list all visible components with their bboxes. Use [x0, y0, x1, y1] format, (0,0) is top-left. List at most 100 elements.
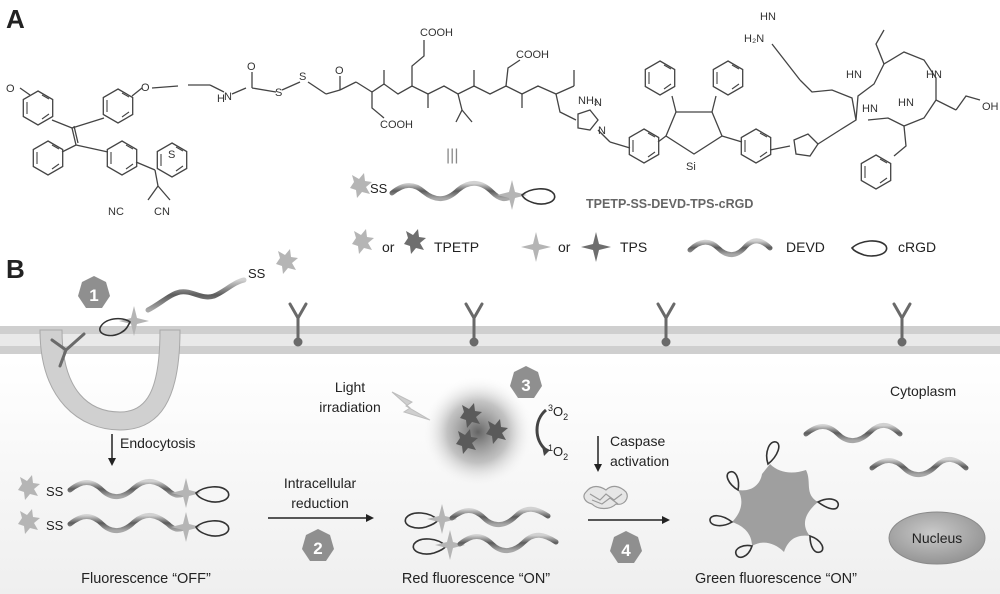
cooh-label-3: COOH: [380, 119, 413, 131]
aggregate-star-icon-3: [456, 429, 478, 454]
equivalence-sign: |||: [446, 147, 458, 164]
cooh-label-2: COOH: [516, 49, 549, 61]
legend-tpetp-label: TPETP: [434, 239, 479, 255]
legend-crgd-label: cRGD: [898, 239, 936, 255]
tpetp-atom-labels: O O N H O S S O NC CN S: [6, 61, 344, 218]
probe-ss-label-1: SS: [248, 266, 266, 281]
cleaved-devd-1: [803, 423, 903, 443]
red-fluorescence-on-caption: Red fluorescence “ON”: [402, 571, 550, 587]
guanidine-h2n-label: H₂N: [744, 33, 764, 45]
devd-strand: [389, 181, 515, 202]
probe-ss-label-3: SS: [46, 518, 64, 533]
caspase-arrowhead: [594, 464, 602, 472]
panel-a: A: [6, 4, 999, 218]
step-3-number: 3: [521, 376, 530, 395]
intracellular-label-line1: Intracellular: [284, 475, 357, 491]
step-2-badge: 2: [302, 529, 334, 561]
crgd-nh-label-2: HN: [926, 69, 942, 81]
nh2-label: NH₂: [578, 95, 598, 107]
legend-crgd-icon: [850, 240, 888, 257]
legend-tps-dark-icon: [581, 232, 611, 262]
intracellular-label-line2: reduction: [291, 495, 349, 511]
legend-or-2: or: [558, 239, 571, 255]
triazole-n-label-1: N: [594, 97, 602, 109]
construct-ss-label: SS: [370, 181, 388, 196]
devd-strand-5: [457, 532, 559, 553]
guanidine-hn-label: HN: [760, 11, 776, 23]
red-fluorescence-glow: [422, 376, 534, 488]
amide-h-label: H: [217, 93, 225, 105]
crgd-loop-icon-10: [709, 514, 734, 527]
aggregate-star-icon-1: [460, 403, 482, 428]
ether-o-label: O: [141, 82, 150, 94]
endocytosis-label: Endocytosis: [120, 435, 195, 451]
caspase-reaction-arrowhead: [662, 516, 670, 524]
crgd-nh-label-3: HN: [862, 103, 878, 115]
aggregated-tpetp: [456, 403, 508, 454]
off-probes: SS SS: [18, 475, 230, 542]
crgd-loop-icon-8: [809, 534, 824, 554]
caspase-label-line1: Caspase: [610, 433, 665, 449]
thiophene-s-label: S: [168, 149, 175, 161]
crgd-loop-icon: [521, 188, 556, 205]
green-fluorescence-aggregate: [709, 441, 840, 559]
amide-n-label: N: [224, 91, 232, 103]
legend-tps-light-icon: [521, 232, 551, 262]
legend-tpetp-dark-icon: [404, 229, 426, 254]
step-4-number: 4: [621, 541, 631, 560]
nucleus: [888, 511, 986, 565]
panel-a-label: A: [6, 4, 25, 34]
crgd-nh-label-4: HN: [898, 97, 914, 109]
reduction-arrowhead: [366, 514, 374, 522]
legend-tpetp-light-icon: [352, 229, 374, 254]
tps-star-icon-2: [171, 478, 201, 508]
integrin-receptors: [50, 302, 912, 368]
compound-name: TPETP-SS-DEVD-TPS-cRGD: [586, 197, 753, 211]
red-on-probes: [404, 504, 559, 560]
step-2-number: 2: [313, 539, 322, 558]
oxygen-conversion: 3O2 1O2: [535, 403, 568, 462]
crgd-atom-labels: HN H₂N HN HN HN HN OH: [744, 11, 999, 115]
step-1-badge: 1: [78, 276, 110, 308]
devd-structure: [355, 40, 611, 143]
receptor-3: [656, 302, 676, 347]
tpetp-structure: [19, 72, 357, 201]
cleaved-devd-2: [869, 457, 969, 477]
legend-devd-icon: [687, 238, 773, 257]
cooh-label-1: COOH: [420, 27, 453, 39]
triazole-n-label-2: N: [598, 125, 606, 137]
tps-star-icon-5: [435, 530, 465, 560]
carboxylic-oh-label: OH: [982, 101, 999, 113]
legend-or-1: or: [382, 239, 395, 255]
tps-star-icon-1: [119, 306, 149, 336]
crgd-loop-icon-6: [765, 441, 780, 466]
cytoplasm-label: Cytoplasm: [890, 383, 956, 399]
tps-structure: [609, 60, 841, 164]
crgd-structure: [771, 29, 981, 190]
sulfur-label-1: S: [275, 87, 282, 99]
light-label-line2: irradiation: [319, 399, 380, 415]
singlet-oxygen-label: 1O2: [548, 443, 568, 462]
receptor-4: [892, 302, 912, 347]
crgd-loop-icon-1: [99, 317, 132, 337]
cell-membrane: [0, 326, 1000, 431]
receptor-2: [464, 302, 484, 347]
nucleus-label: Nucleus: [912, 530, 963, 546]
receptor-1: [288, 302, 308, 347]
legend-devd-label: DEVD: [786, 239, 825, 255]
tps-star-icon-4: [427, 504, 457, 534]
step-badges: 1 2 3 4: [78, 276, 642, 563]
construct-schematic: SS TPETP-SS-DEVD-TPS-cRGD: [350, 173, 753, 211]
membrane-band-upper: [0, 326, 1000, 334]
crgd-loop-icon-5: [412, 538, 448, 555]
crgd-loop-icon-4: [404, 512, 440, 529]
step-4-badge: 4: [610, 531, 642, 563]
endocytosis-arrowhead: [108, 458, 116, 466]
fluorescence-off-caption: Fluorescence “OFF”: [81, 571, 211, 587]
green-fluorescence-on-caption: Green fluorescence “ON”: [695, 571, 857, 587]
step-3-badge: 3: [510, 366, 542, 398]
devd-strand-3: [67, 513, 187, 533]
membrane-band-lower: [0, 346, 1000, 354]
tpetp-star-icon-1: [276, 249, 298, 274]
light-label-line1: Light: [335, 379, 365, 395]
